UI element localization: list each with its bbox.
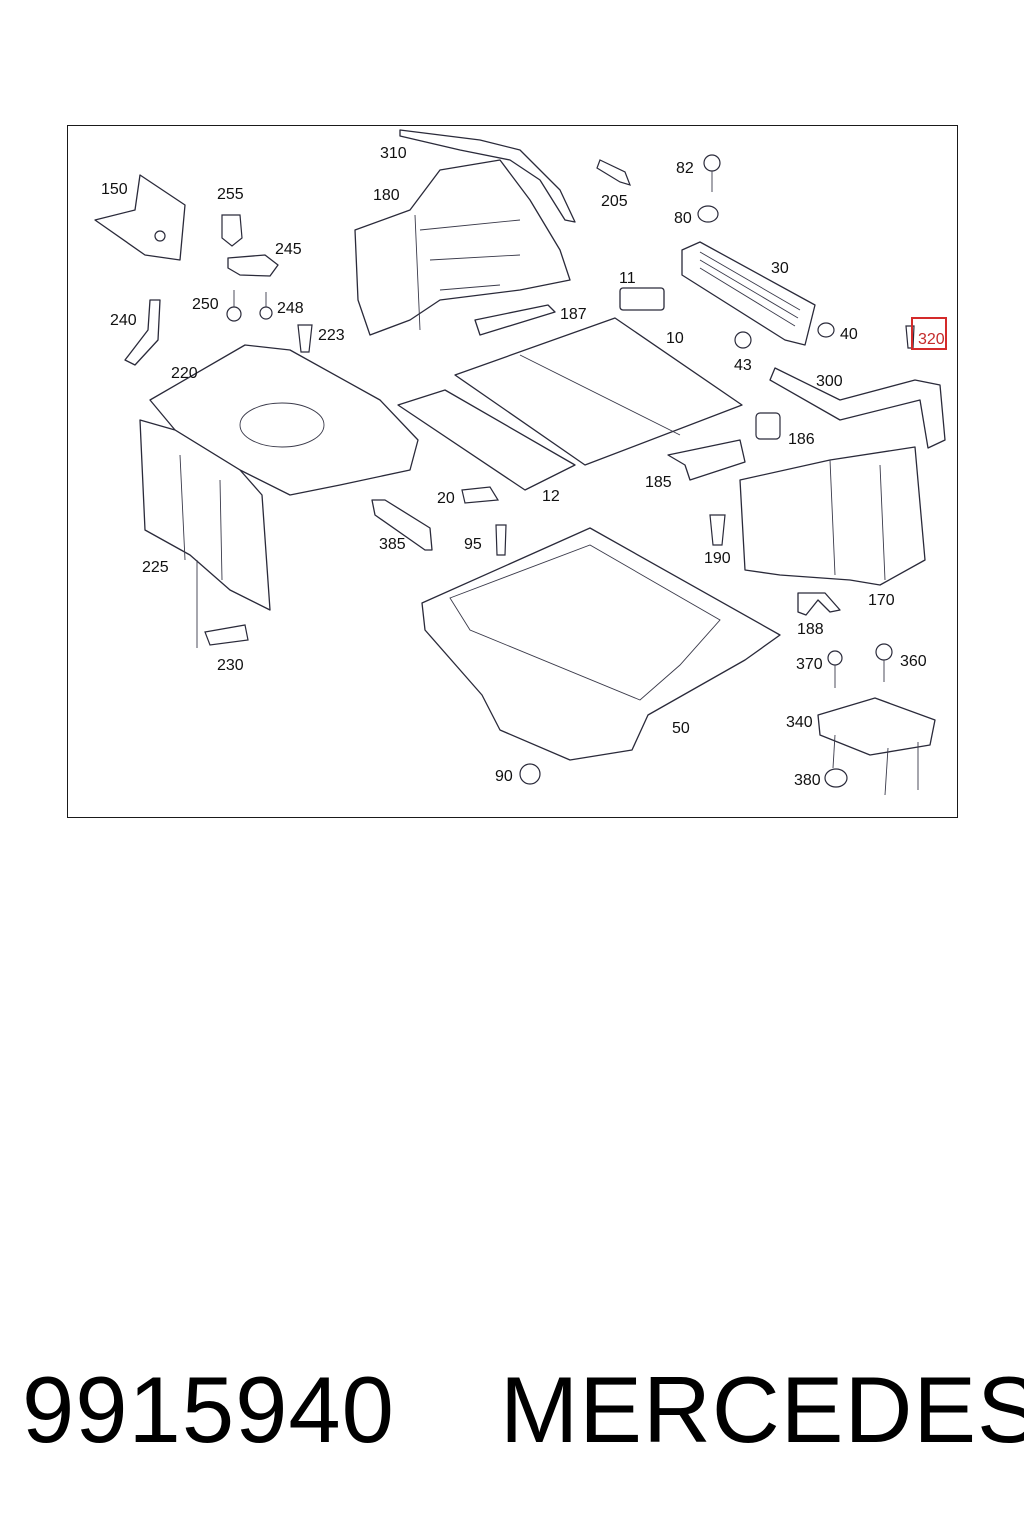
label-43: 43 (734, 357, 752, 374)
label-385: 385 (379, 536, 406, 553)
part-240-drawing (124, 299, 161, 366)
part-340-drawing (817, 697, 936, 756)
label-82: 82 (676, 160, 694, 177)
part-187-drawing (474, 304, 556, 336)
part-245-drawing (227, 254, 279, 277)
part-385-drawing (371, 499, 433, 551)
label-40: 40 (840, 326, 858, 343)
label-255: 255 (217, 186, 244, 203)
brand-name: MERCEDES (500, 1357, 1024, 1462)
part-380-drawing (824, 768, 848, 788)
part-80-drawing (697, 205, 719, 223)
part-180-drawing (354, 159, 571, 336)
part-number: 9915940 (22, 1357, 395, 1462)
footer-caption: 9915940 MERCEDES (0, 1355, 1024, 1465)
label-310: 310 (380, 145, 407, 162)
part-310-drawing (399, 129, 576, 223)
label-245: 245 (275, 241, 302, 258)
label-223: 223 (318, 327, 345, 344)
part-188-drawing (797, 592, 841, 616)
part-43-drawing (734, 331, 752, 349)
part-90-drawing (519, 763, 541, 785)
part-186-drawing (755, 412, 781, 440)
label-248: 248 (277, 300, 304, 317)
part-230-drawing (204, 624, 249, 646)
label-50: 50 (672, 720, 690, 737)
highlight-box-320 (911, 317, 947, 350)
part-95-drawing (495, 524, 507, 556)
label-12: 12 (542, 488, 560, 505)
part-50-drawing (421, 527, 781, 761)
label-188: 188 (797, 621, 824, 638)
part-223-drawing (297, 324, 313, 353)
label-300: 300 (816, 373, 843, 390)
part-300-drawing (769, 367, 946, 449)
label-170: 170 (868, 592, 895, 609)
label-230: 230 (217, 657, 244, 674)
label-20: 20 (437, 490, 455, 507)
label-186: 186 (788, 431, 815, 448)
label-90: 90 (495, 768, 513, 785)
part-40-drawing (817, 322, 835, 338)
part-250-drawing (226, 306, 242, 322)
label-180: 180 (373, 187, 400, 204)
label-150: 150 (101, 181, 128, 198)
label-11: 11 (619, 270, 636, 287)
part-225-drawing (139, 419, 271, 611)
label-250: 250 (192, 296, 219, 313)
label-190: 190 (704, 550, 731, 567)
label-320: 320 (918, 331, 945, 348)
label-205: 205 (601, 193, 628, 210)
part-190-drawing (709, 514, 726, 546)
part-10-drawing (454, 317, 743, 466)
part-82-drawing (703, 154, 721, 172)
part-12-drawing (397, 389, 576, 491)
label-225: 225 (142, 559, 169, 576)
label-185: 185 (645, 474, 672, 491)
label-187: 187 (560, 306, 587, 323)
label-370: 370 (796, 656, 823, 673)
label-30: 30 (771, 260, 789, 277)
label-340: 340 (786, 714, 813, 731)
part-370-drawing (827, 650, 843, 666)
label-240: 240 (110, 312, 137, 329)
label-10: 10 (666, 330, 684, 347)
part-11-drawing (619, 287, 665, 311)
label-380: 380 (794, 772, 821, 789)
part-255-drawing (221, 214, 243, 247)
part-185-drawing (667, 439, 746, 481)
label-220: 220 (171, 365, 198, 382)
part-205-drawing (596, 159, 631, 186)
part-20-drawing (461, 486, 500, 504)
label-80: 80 (674, 210, 692, 227)
part-360-drawing (875, 643, 893, 661)
label-360: 360 (900, 653, 927, 670)
part-248-drawing (259, 306, 273, 320)
label-95: 95 (464, 536, 482, 553)
part-30-drawing (681, 241, 816, 346)
